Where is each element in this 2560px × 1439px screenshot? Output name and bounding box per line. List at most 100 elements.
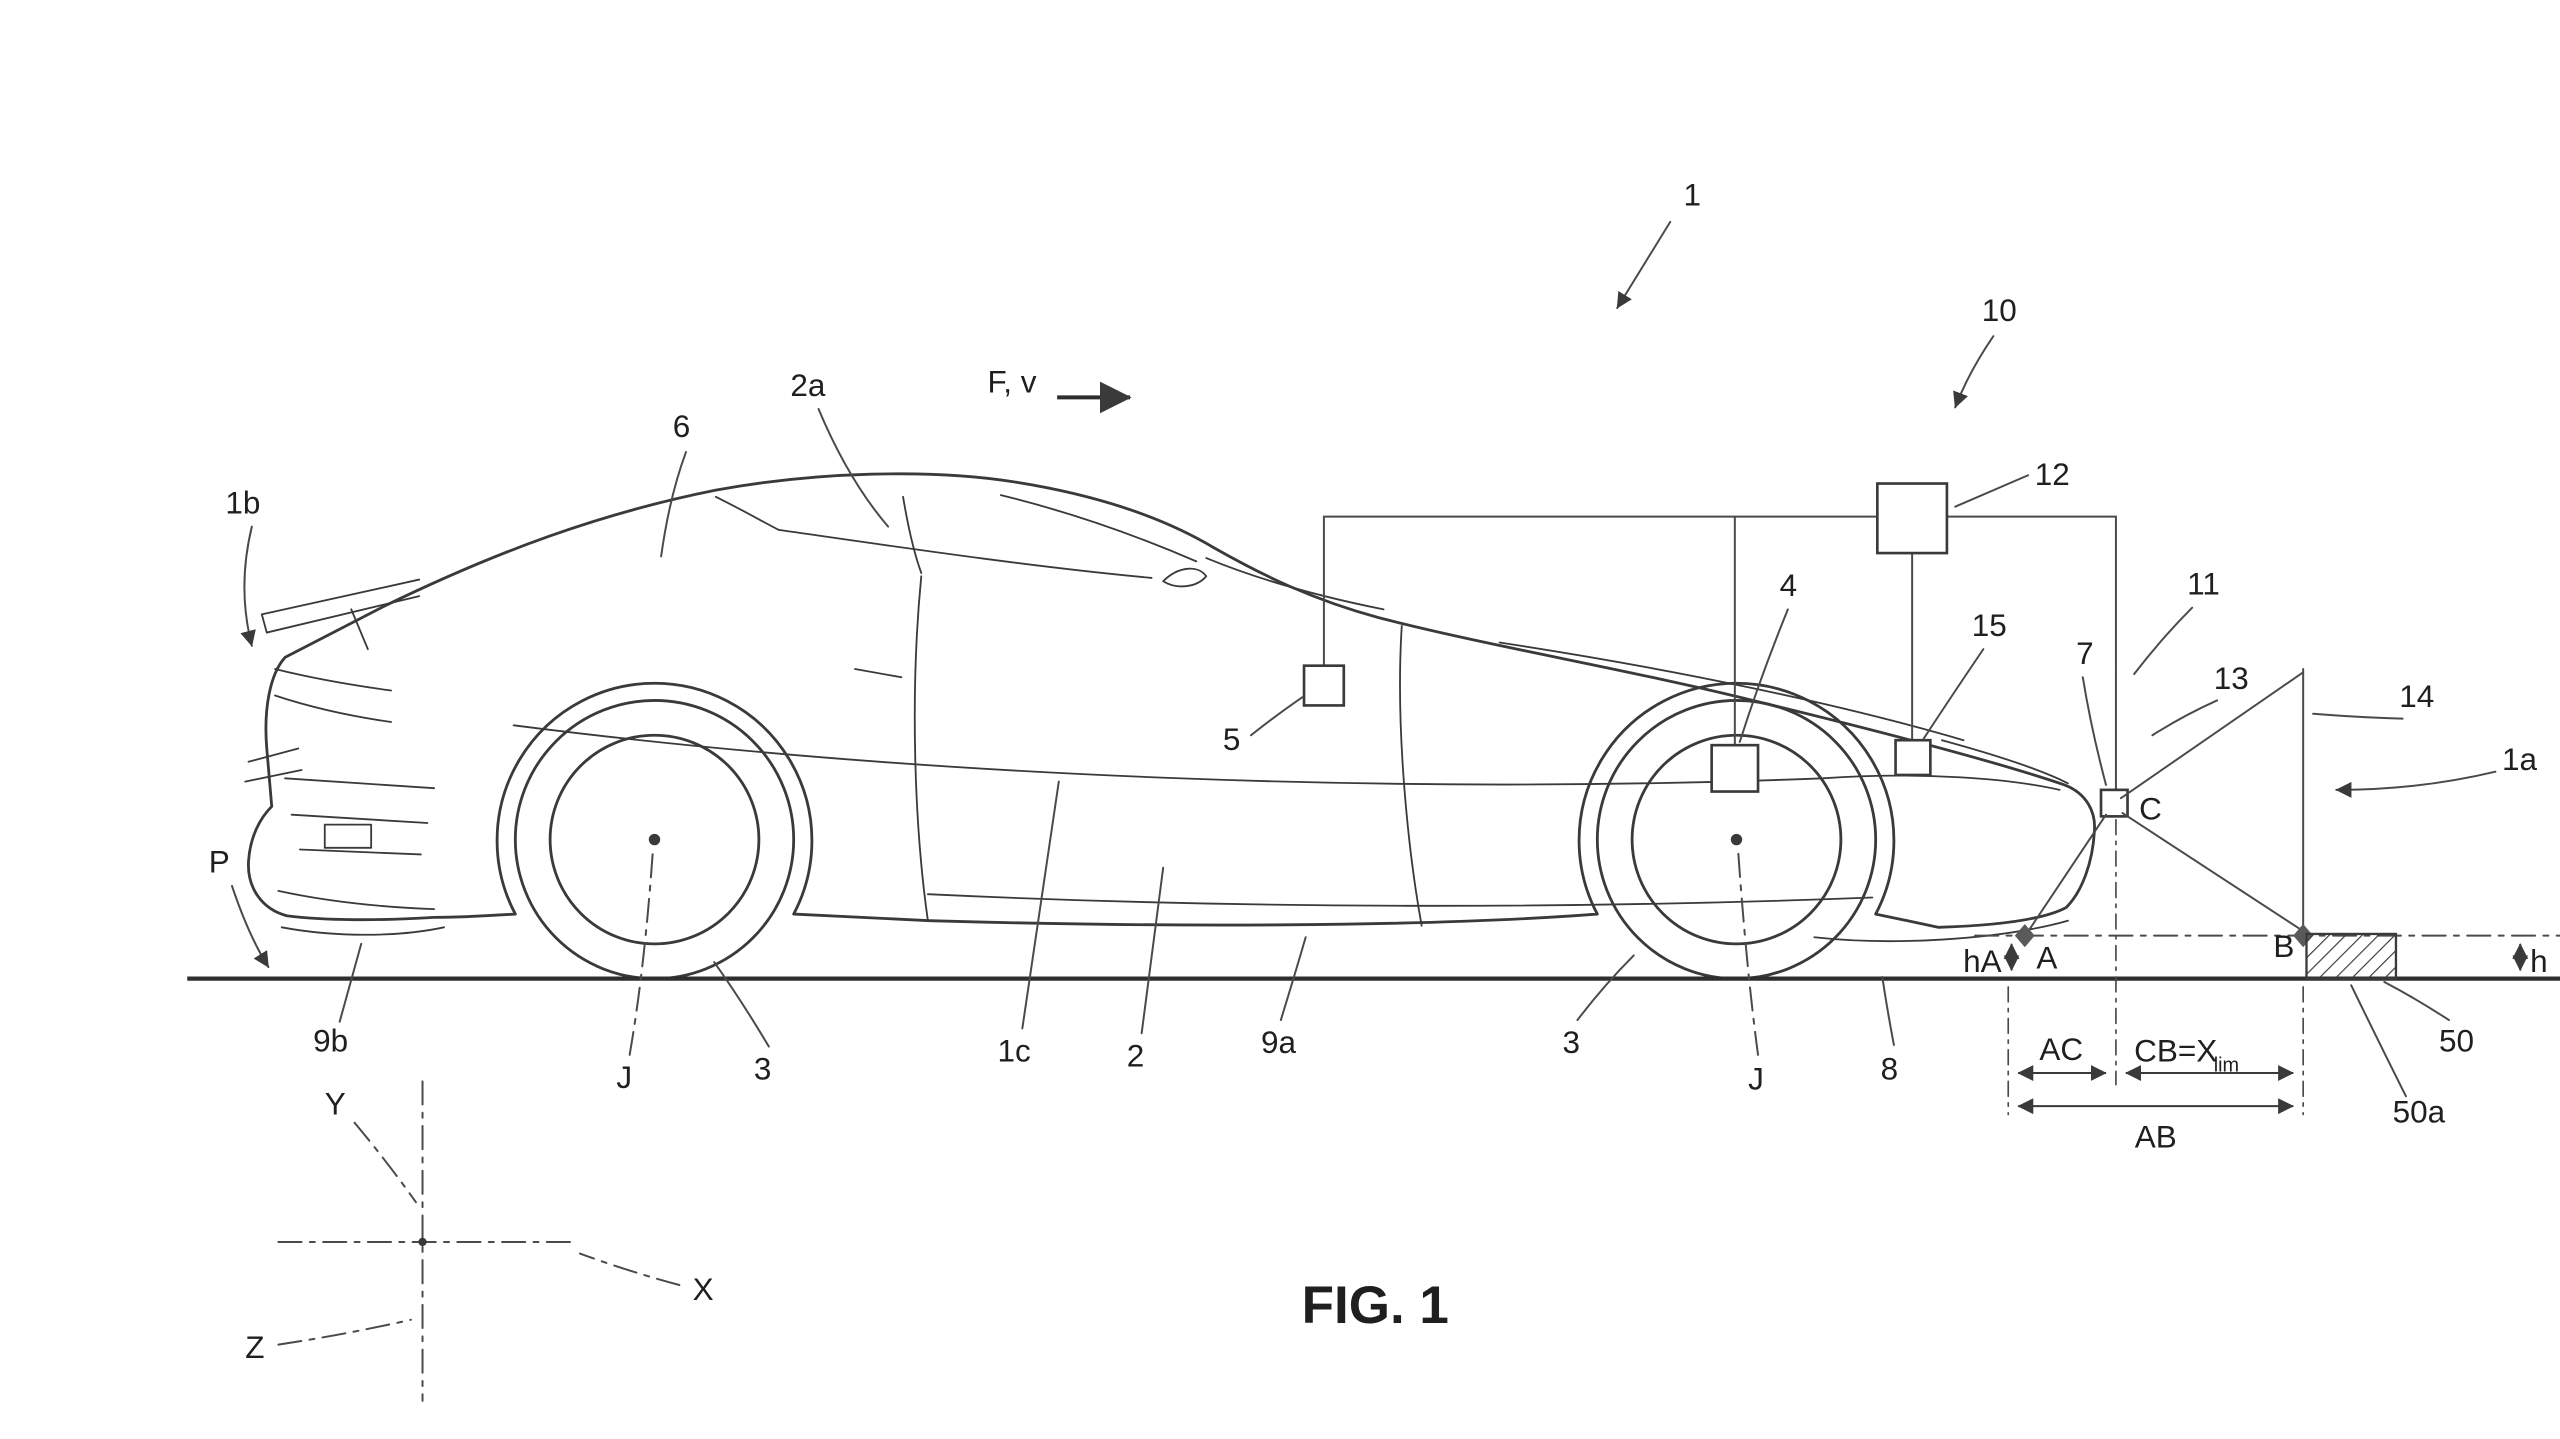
label-CB: CB=X [2134, 1033, 2217, 1068]
label-C: C [2139, 792, 2162, 827]
fov-upper-ray [2119, 671, 2305, 800]
dimensions [2003, 924, 2529, 1115]
camera-fov-lines [2028, 668, 2305, 932]
leader-1 [1616, 220, 1672, 309]
c-pillar-line [714, 495, 780, 531]
car-body-drawing [244, 472, 2096, 942]
ground-and-reference-lines [187, 818, 2560, 1116]
label-9b: 9b [313, 1024, 348, 1059]
sensor-system [1302, 482, 2129, 818]
label-J-front: J [1748, 1062, 1764, 1097]
rear-canard-2 [244, 769, 303, 783]
leader-50 [2383, 980, 2450, 1022]
label-2a: 2a [790, 368, 826, 403]
sensor-box-15 [1894, 738, 1932, 777]
side-window-bottom [777, 528, 1153, 579]
label-5: 5 [1223, 722, 1241, 757]
label-2: 2 [1127, 1038, 1145, 1073]
leader-lines [230, 220, 2497, 1098]
diffuser-fin-1 [284, 777, 436, 790]
leader-9a [1279, 936, 1307, 1022]
label-13: 13 [2214, 661, 2249, 696]
label-h: h [2530, 944, 2548, 979]
rear-bumper-line [277, 889, 436, 911]
door-seam-rear [913, 575, 929, 922]
leader-5 [1250, 696, 1304, 737]
rear-splitter-bottom [280, 926, 445, 936]
leader-3-front [1576, 954, 1635, 1022]
rear-rim [548, 733, 761, 946]
label-1: 1 [1683, 177, 1701, 212]
leader-1a [2335, 770, 2497, 798]
leader-3-rear [713, 961, 770, 1048]
camera-box-C [2099, 788, 2129, 818]
label-8: 8 [1881, 1052, 1899, 1087]
leader-Z [277, 1318, 412, 1346]
front-hub-dot [1730, 833, 1743, 846]
label-X-axis: X [693, 1272, 714, 1307]
label-3-rear: 3 [754, 1052, 772, 1087]
label-AC: AC [2039, 1032, 2083, 1067]
cowl-line [1205, 557, 1385, 611]
label-CB-subscript: lim [2214, 1054, 2239, 1076]
rear-spoiler-endplate [260, 613, 268, 634]
label-7: 7 [2076, 636, 2094, 671]
axis-origin-dot [418, 1237, 427, 1247]
label-9a: 9a [1261, 1025, 1297, 1060]
obstacle-block-50 [2305, 932, 2398, 980]
fov-ray-to-A [2028, 813, 2107, 930]
label-3-front: 3 [1563, 1025, 1581, 1060]
sill-line [926, 893, 1874, 907]
leader-J-front [1737, 850, 1760, 1056]
leader-1b [240, 525, 256, 647]
leader-6 [660, 451, 687, 558]
leader-8 [1881, 976, 1895, 1046]
leader-2a [817, 408, 890, 528]
taillight-line-1 [274, 668, 392, 692]
control-unit-box-12 [1876, 482, 1949, 555]
label-15: 15 [1972, 608, 2007, 643]
label-J-rear: J [616, 1060, 632, 1095]
windshield-line [999, 494, 1198, 563]
leader-4 [1738, 608, 1789, 743]
leader-12 [1954, 474, 2030, 508]
label-F-v: F, v [988, 364, 1037, 399]
rear-wing-support [350, 608, 369, 651]
leader-1c [1021, 780, 1060, 1030]
label-hA: hA [1963, 944, 2002, 979]
rear-spoiler-bottom [265, 595, 421, 634]
leader-2 [1140, 866, 1165, 1035]
diffuser-fin-3 [298, 848, 422, 856]
label-50a: 50a [2393, 1095, 2446, 1130]
taillight-line-2 [274, 694, 392, 723]
figure-caption: FIG. 1 [1302, 1276, 1449, 1335]
label-50: 50 [2439, 1024, 2474, 1059]
label-6: 6 [673, 409, 691, 444]
leader-14 [2312, 712, 2404, 720]
label-B: B [2273, 929, 2294, 964]
label-Y-axis: Y [325, 1086, 346, 1121]
label-14: 14 [2399, 679, 2434, 714]
side-mirror [1162, 567, 1208, 588]
label-AB: AB [2135, 1120, 2177, 1155]
leader-X [578, 1252, 681, 1286]
label-12: 12 [2035, 457, 2070, 492]
labels-layer: 1 10 12 2a F, v 6 1b 4 15 11 7 13 14 1a … [209, 177, 2548, 1365]
rear-spoiler-top [260, 578, 421, 616]
leader-7 [2081, 676, 2107, 786]
fov-lower-ray [2121, 812, 2301, 930]
sensor-box-5 [1302, 664, 1346, 707]
point-A-diamond [2014, 924, 2035, 948]
door-seam-front [1399, 625, 1423, 927]
label-1b: 1b [225, 485, 260, 520]
rear-hub-dot [648, 833, 661, 846]
wheels [513, 699, 1878, 981]
label-10: 10 [1982, 293, 2017, 328]
label-Z-axis: Z [245, 1330, 264, 1365]
wiring-main-loop [1322, 515, 2117, 791]
label-A: A [2036, 941, 2057, 976]
door-handle [854, 668, 903, 679]
label-1c: 1c [997, 1033, 1030, 1068]
quarter-window-divider [902, 495, 923, 574]
rear-vent-box [323, 823, 373, 849]
